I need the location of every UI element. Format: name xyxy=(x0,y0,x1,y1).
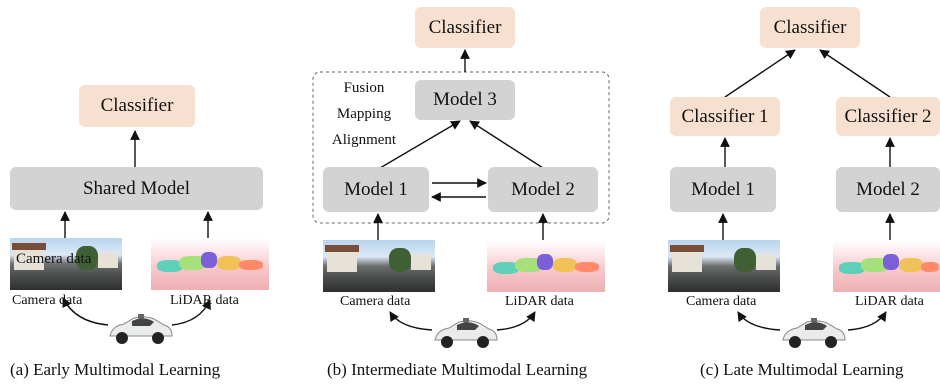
arrow-car-to-lidar-b xyxy=(496,311,536,331)
lidar-image-a xyxy=(151,238,269,290)
early-classifier-box: Classifier xyxy=(79,85,195,127)
arrow-classifier2-to-classifier xyxy=(819,49,891,98)
arrow-car-to-camera-c xyxy=(737,311,781,331)
camera-image-c xyxy=(668,240,780,292)
car-icon-c xyxy=(782,318,846,348)
model1-label-b: Model 1 xyxy=(344,178,408,200)
caption-intermediate: (b) Intermediate Multimodal Learning xyxy=(327,360,588,379)
model3-label: Model 3 xyxy=(433,89,497,110)
lidar-label-a: LiDAR data xyxy=(170,293,239,308)
classifier1-box: Classifier 1 xyxy=(670,97,780,136)
arrow-model2-to-model3 xyxy=(469,120,544,169)
lidar-label-c: LiDAR data xyxy=(855,294,924,309)
camera-overlay-text: Camera data xyxy=(16,251,92,267)
camera-image-b xyxy=(323,240,435,292)
fusion-line-3: Alignment xyxy=(331,132,397,148)
shared-model-box: Shared Model xyxy=(10,167,263,210)
arrow-car-to-lidar-c xyxy=(847,311,887,331)
model2-box-c: Model 2 xyxy=(836,167,940,212)
lidar-image-b xyxy=(487,240,605,292)
model2-label-c: Model 2 xyxy=(856,178,920,200)
caption-late: (c) Late Multimodal Learning xyxy=(700,360,904,379)
fusion-dashed-box xyxy=(312,71,610,224)
model1-label-c: Model 1 xyxy=(691,178,755,200)
fusion-text: Fusion Mapping Alignment xyxy=(320,75,408,153)
camera-image-a: Camera data xyxy=(10,238,122,290)
intermediate-classifier-label: Classifier xyxy=(428,16,502,38)
arrow-car-to-camera-a xyxy=(62,297,109,326)
car-icon-b xyxy=(434,318,498,348)
classifier2-box: Classifier 2 xyxy=(836,97,940,136)
arrow-model1-to-model3 xyxy=(379,120,461,169)
model1-box-c: Model 1 xyxy=(670,167,776,212)
late-classifier-label: Classifier xyxy=(773,16,847,38)
caption-early: (a) Early Multimodal Learning xyxy=(10,360,221,379)
late-classifier-box: Classifier xyxy=(760,7,860,48)
model3-box: Model 3 xyxy=(415,80,515,120)
lidar-label-b: LiDAR data xyxy=(505,294,574,309)
fusion-line-1: Fusion xyxy=(343,80,385,96)
classifier2-label: Classifier 2 xyxy=(844,105,932,127)
intermediate-classifier-box: Classifier xyxy=(415,7,515,48)
classifier1-label: Classifier 1 xyxy=(681,105,769,127)
car-icon-a xyxy=(109,314,173,344)
arrow-classifier1-to-classifier xyxy=(724,49,796,98)
arrow-car-to-lidar-a xyxy=(171,299,211,326)
lidar-image-c xyxy=(833,240,940,292)
model2-box-b: Model 2 xyxy=(488,167,598,212)
model2-label-b: Model 2 xyxy=(511,178,575,200)
camera-label-b: Camera data xyxy=(340,294,411,309)
early-classifier-label: Classifier xyxy=(100,95,174,116)
arrow-car-to-camera-b xyxy=(389,311,433,331)
fusion-line-2: Mapping xyxy=(336,106,392,122)
model1-box-b: Model 1 xyxy=(323,167,429,212)
shared-model-label: Shared Model xyxy=(82,177,191,199)
camera-label-a: Camera data xyxy=(12,293,83,308)
camera-label-c: Camera data xyxy=(686,294,757,309)
